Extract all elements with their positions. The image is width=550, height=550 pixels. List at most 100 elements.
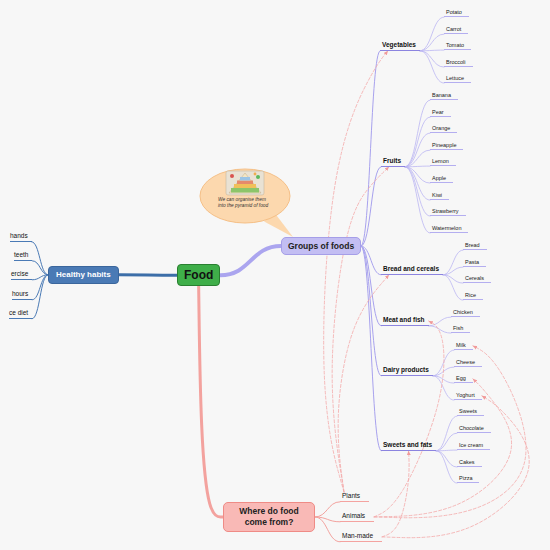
subtopic: Meat and fish (381, 316, 429, 326)
node-text: Ice cream (459, 442, 483, 449)
node-text: Bread (465, 242, 480, 249)
node-text: Meat and fish (383, 316, 425, 324)
node-text: Strawberry (432, 208, 459, 215)
subtopic: Vegetables (380, 41, 420, 51)
branch-line (443, 250, 463, 275)
callout-ellipse (200, 169, 290, 223)
node-text: Yoghurt (456, 392, 475, 399)
relation-arrow (382, 451, 409, 537)
relation-arrow (374, 379, 511, 517)
branch-line (420, 51, 444, 67)
branch-line (405, 133, 430, 167)
relation-arrow (374, 346, 526, 518)
node-text: Fruits (383, 157, 401, 165)
branch-line (405, 150, 430, 167)
branch-line (361, 246, 381, 451)
node-text: hours (12, 290, 28, 298)
node-text: Pineapple (432, 142, 456, 149)
node-text: Pear (432, 109, 444, 116)
leaf-topic: Pineapple (430, 142, 463, 151)
main-topic: Groups of foods (281, 237, 361, 255)
subtopic: Fruits (381, 157, 405, 167)
subtopic: Sweets and fats (381, 441, 436, 451)
leaf-topic: Potato (444, 9, 469, 18)
node-text: teeth (14, 251, 28, 259)
branch-line (315, 502, 340, 517)
leaf-topic: teeth (14, 251, 32, 261)
node-text: Sweets (459, 408, 477, 415)
node-text: Vegetables (382, 41, 416, 49)
branch-line (405, 167, 430, 233)
leaf-topic: Bread (463, 242, 487, 251)
node-text: Broccoli (446, 59, 466, 66)
relation-arrow (374, 321, 444, 517)
node-text: ce diet (9, 309, 28, 317)
leaf-topic: Milk (454, 342, 473, 351)
node-text: Dairy products (383, 366, 429, 374)
leaf-topic: Rice (463, 292, 483, 301)
leaf-topic: Cereals (463, 275, 491, 284)
leaf-topic: Sweets (457, 408, 484, 417)
main-topic: Healthy habits (48, 266, 119, 284)
branch-line (436, 433, 457, 451)
node-text: Milk (456, 342, 466, 349)
leaf-topic: Apple (430, 175, 453, 184)
node-text: Food (184, 268, 213, 282)
pyramid-band (234, 184, 256, 188)
node-text: Where do food come from? (228, 506, 310, 529)
node-text: Man-made (342, 532, 373, 540)
node-text: Healthy habits (56, 270, 111, 280)
branch-line (433, 376, 454, 400)
node-text: Cheese (456, 359, 475, 366)
subtopic: Animals (340, 512, 374, 522)
leaf-topic: Cakes (457, 459, 482, 468)
node-text: Pizza (459, 475, 472, 482)
leaf-topic: Fish (451, 325, 470, 334)
node-text: Cakes (459, 459, 475, 466)
branch-line (405, 117, 430, 167)
branch-line (119, 273, 177, 276)
leaf-topic: Tomato (444, 42, 471, 51)
leaf-topic: Banana (430, 92, 458, 101)
food-dot (254, 173, 257, 176)
node-text: Groups of foods (288, 241, 354, 251)
pyramid-band (231, 188, 259, 193)
branch-line (32, 275, 48, 319)
node-text: Chicken (453, 309, 473, 316)
node-text: Lettuce (446, 75, 464, 82)
leaf-topic: Lemon (430, 158, 456, 167)
callout-outline (199, 168, 291, 224)
pyramid-picture (226, 171, 264, 195)
node-text: Banana (432, 92, 451, 99)
leaf-topic: Lettuce (444, 75, 471, 84)
leaf-topic: Chocolate (457, 425, 491, 434)
node-text: Potato (446, 9, 462, 16)
leaf-topic: Cheese (454, 359, 482, 368)
food-dot (230, 174, 234, 178)
node-text: Tomato (446, 42, 464, 49)
node-text: ercise (11, 270, 28, 278)
branch-line (315, 517, 340, 542)
leaf-topic: Carrot (444, 26, 468, 35)
leaf-topic: Strawberry (430, 208, 466, 217)
picture-frame (226, 171, 264, 195)
node-text: We can organise them into the pyramid of… (218, 197, 273, 209)
branch-line (32, 242, 48, 275)
node-text: Sweets and fats (383, 441, 432, 449)
node-text: Kiwi (432, 192, 442, 199)
pyramid-band (240, 177, 250, 181)
relation-arrow (324, 51, 388, 492)
node-text: Orange (432, 125, 450, 132)
leaf-topic: Orange (430, 125, 457, 134)
leaf-topic: Ice cream (457, 442, 490, 451)
leaf-topic: hours (12, 290, 32, 300)
branch-line (405, 167, 430, 200)
subtopic: Plants (340, 492, 369, 502)
relation-arrow (338, 275, 389, 492)
branch-line (443, 275, 463, 300)
branch-line (220, 246, 281, 275)
branch-line (436, 451, 457, 483)
node-text: Cereals (465, 275, 484, 282)
leaf-topic: ce diet (9, 309, 32, 319)
branch-line (405, 100, 430, 167)
